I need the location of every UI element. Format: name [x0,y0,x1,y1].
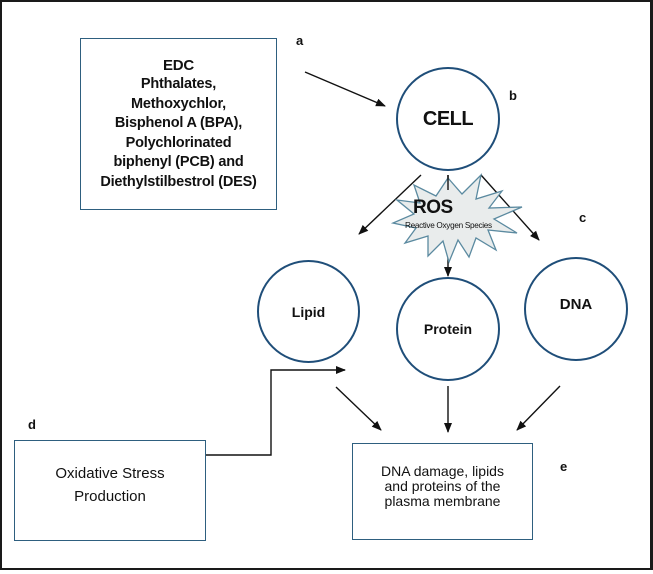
cell-node: CELL [396,67,500,171]
edc-item: Bisphenol A (BPA), [114,115,243,132]
panel-letter-b: b [509,88,517,103]
arrow-oxidative-to-lipid [206,366,346,456]
ros-label: ROS [413,197,453,218]
outcome-line: plasma membrane [384,493,501,509]
oxidative-line: Production [74,487,146,505]
ros-subtitle: Reactive Oxygen Species [405,221,492,230]
dna-label: DNA [559,295,593,313]
edc-item: Phthalates, [140,76,217,93]
lipid-node: Lipid [257,260,360,363]
cell-label: CELL [422,107,474,130]
arrow-edc-to-cell [304,71,386,107]
panel-letter-c: c [579,210,587,225]
edc-item: Methoxychlor, [131,95,226,112]
protein-label: Protein [423,321,473,337]
panel-letter-d: d [28,417,36,432]
dna-node: DNA [524,257,628,361]
edc-item: biphenyl (PCB) and [113,154,244,171]
oxidative-stress-box: Oxidative Stress Production [14,440,206,541]
arrow-cell-to-lipid [358,174,422,235]
arrow-lipid-to-outcome [335,386,382,431]
outcome-line: and proteins of the [384,478,501,494]
edc-item: Diethylstilbestrol (DES) [100,173,257,190]
edc-item: Polychlorinated [125,134,232,151]
outcome-box: DNA damage, lipids and proteins of the p… [352,443,533,540]
edc-box: EDC Phthalates, Methoxychlor, Bisphenol … [80,38,277,210]
lipid-label: Lipid [291,303,326,320]
edc-title: EDC [162,56,195,74]
protein-node: Protein [396,277,500,381]
panel-letter-e: e [560,459,568,474]
arrow-dna-to-outcome [516,385,561,431]
outcome-line: DNA damage, lipids [381,463,504,479]
panel-letter-a: a [296,33,304,48]
ros-starburst [390,173,523,264]
oxidative-line: Oxidative Stress [55,464,165,482]
